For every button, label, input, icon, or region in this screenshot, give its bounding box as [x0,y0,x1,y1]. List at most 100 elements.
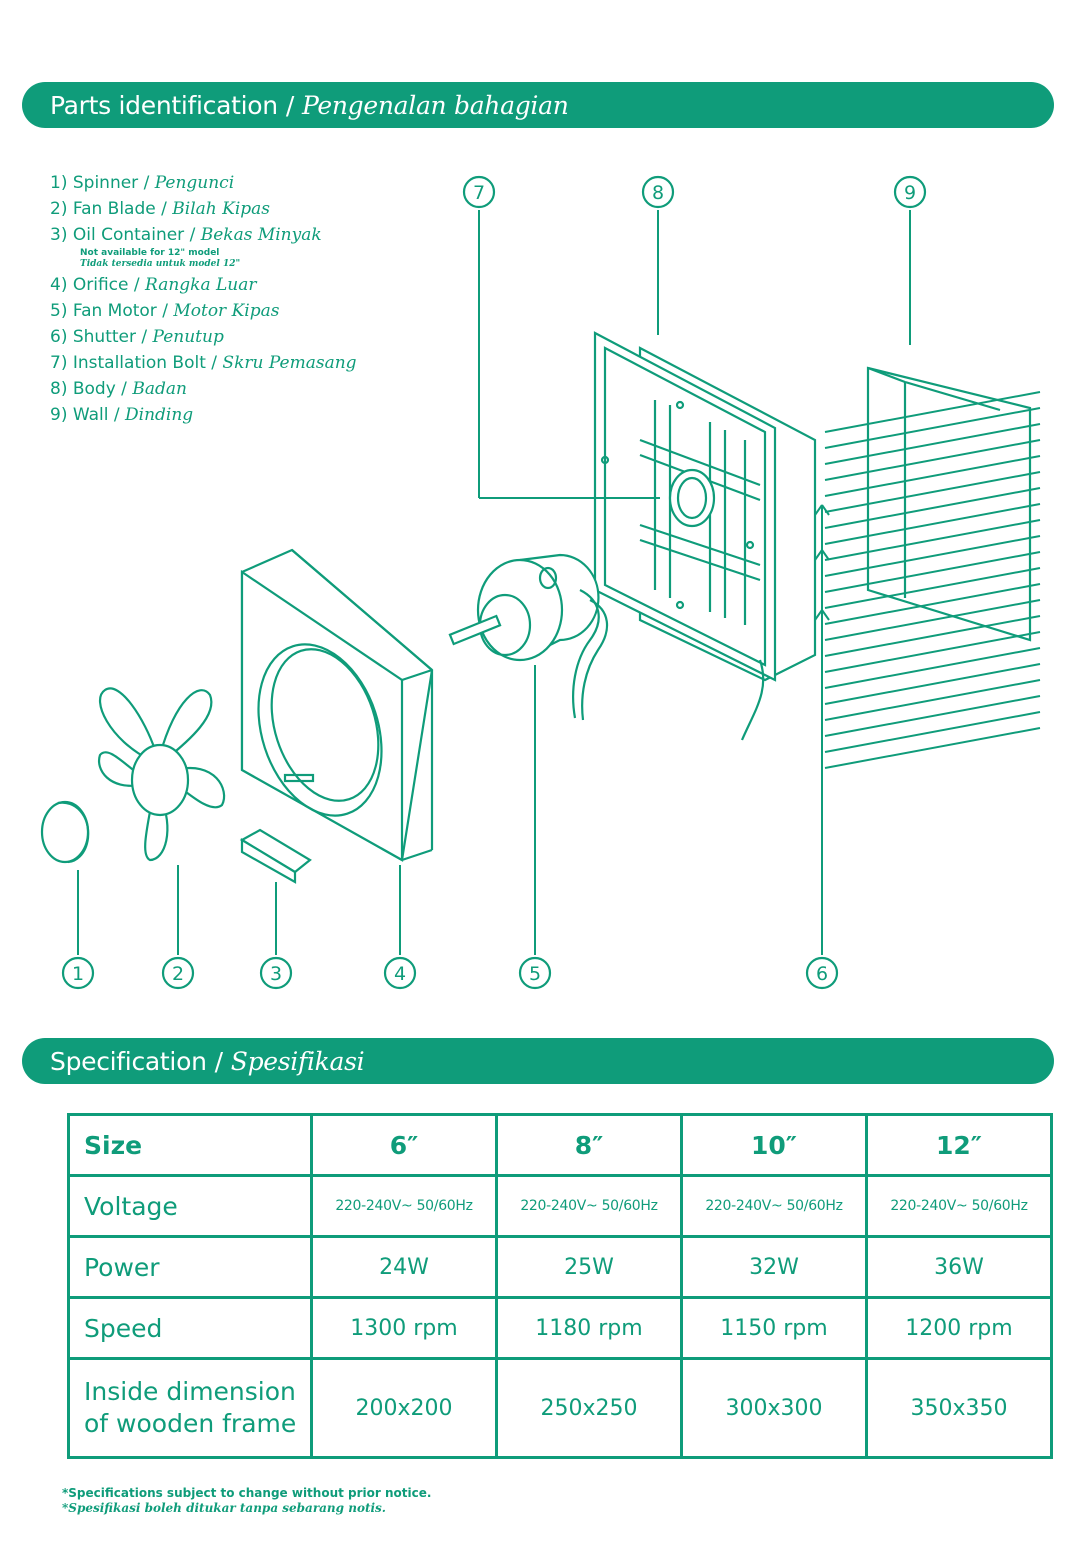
callout-3: 3 [259,956,293,990]
callout-5: 5 [518,956,552,990]
svg-text:3: 3 [270,963,282,985]
svg-text:5: 5 [529,963,541,985]
table-cell: 1300 rpm [310,1296,498,1360]
part-item-fan-motor: 5) Fan Motor / Motor Kipas [50,301,280,321]
table-header-row: Size 6″ 8″ 10″ 12″ [67,1113,1053,1177]
row-label-inside-dimension: Inside dimension of wooden frame [67,1357,313,1459]
part-item-spinner: 1) Spinner / Pengunci [50,173,235,193]
banner-title-en: Specification [50,1046,207,1076]
table-cell: 300x300 [680,1357,868,1459]
callout-6: 6 [805,956,839,990]
wall-hatch-line [824,631,1041,673]
table-row-power: Power 24W 25W 32W 36W [67,1235,1053,1299]
table-row-speed: Speed 1300 rpm 1180 rpm 1150 rpm 1200 rp… [67,1296,1053,1360]
table-cell: 24W [310,1235,498,1299]
table-cell: 220-240V~ 50/60Hz [310,1174,498,1238]
banner-title-en: Parts identification [50,90,278,120]
wall-hatch-line [824,471,1041,513]
wall-illustration [824,366,1041,769]
svg-text:7: 7 [473,182,485,204]
wall-hatch-line [824,407,1041,449]
wall-hatch-line [824,583,1041,625]
callout-1: 1 [61,956,95,990]
size-col-12: 12″ [865,1113,1053,1177]
svg-text:2: 2 [172,963,184,985]
fan-blade-illustration [97,687,226,862]
part-item-fan-blade: 2) Fan Blade / Bilah Kipas [50,199,271,219]
row-label-power: Power [67,1235,313,1299]
wall-hatch-line [824,391,1041,433]
wall-hatch-line [824,679,1041,721]
wall-hatch-line [824,423,1041,465]
wall-hatch-line [824,567,1041,609]
banner-separator: / [214,1046,223,1076]
wall-hatch-line [824,615,1041,657]
banner-title-ms: Spesifikasi [230,1046,365,1076]
svg-text:4: 4 [394,963,406,985]
specification-table: Size 6″ 8″ 10″ 12″ Voltage 220-240V~ 50/… [67,1113,1053,1459]
table-cell: 200x200 [310,1357,498,1459]
table-row-voltage: Voltage 220-240V~ 50/60Hz 220-240V~ 50/6… [67,1174,1053,1238]
callout-4: 4 [383,956,417,990]
part-item-shutter: 6) Shutter / Penutup [50,327,224,347]
banner-title-ms: Pengenalan bahagian [301,90,569,120]
spinner-illustration [40,800,90,864]
body-illustration [593,331,817,741]
wall-hatch-line [824,599,1041,641]
banner-separator: / [285,90,294,120]
parts-list: 1) Spinner / Pengunci 2) Fan Blade / Bil… [50,170,357,428]
motor-illustration [448,553,609,721]
exploded-fan-diagram: 1 2 3 4 5 6 7 8 9 [40,175,1041,990]
part-item-body: 8) Body / Badan [50,379,187,399]
size-col-6: 6″ [310,1113,498,1177]
wall-hatch-line [824,647,1041,689]
oil-note-ms: Tidak tersedia untuk model 12" [80,259,241,269]
size-col-10: 10″ [680,1113,868,1177]
row-label-size: Size [67,1113,313,1177]
part-item-wall: 9) Wall / Dinding [50,405,194,425]
svg-text:1: 1 [72,963,84,985]
wall-hatch-line [824,455,1041,497]
callout-leader-lines [77,210,911,955]
oil-note-en: Not available for 12" model [80,248,220,258]
label-line-1: Inside dimension [84,1377,296,1406]
table-cell: 220-240V~ 50/60Hz [495,1174,683,1238]
wall-hatch-line [824,663,1041,705]
wall-hatch-line [824,519,1041,561]
wall-hatch-line [824,551,1041,593]
specification-banner: Specification / Spesifikasi [22,1038,1054,1084]
table-cell: 220-240V~ 50/60Hz [680,1174,868,1238]
table-cell: 220-240V~ 50/60Hz [865,1174,1053,1238]
table-row-inside-dimension: Inside dimension of wooden frame 200x200… [67,1357,1053,1459]
wall-hatch-line [824,503,1041,545]
svg-text:9: 9 [904,182,916,204]
part-item-oil-container: 3) Oil Container / Bekas Minyak [50,225,322,245]
label-line-2: of wooden frame [84,1409,297,1438]
table-cell: 250x250 [495,1357,683,1459]
footnote-ms: *Spesifikasi boleh ditukar tanpa sebaran… [62,1501,386,1515]
oil-container-illustration [239,828,312,884]
wall-hatch-line [824,727,1041,769]
footnote: *Specifications subject to change withou… [62,1486,431,1516]
callout-2: 2 [161,956,195,990]
table-cell: 32W [680,1235,868,1299]
table-cell: 1200 rpm [865,1296,1053,1360]
footnote-en: *Specifications subject to change withou… [62,1486,432,1500]
callout-7: 7 [462,175,496,209]
orifice-illustration [240,548,434,862]
table-cell: 1150 rpm [680,1296,868,1360]
row-label-voltage: Voltage [67,1174,313,1238]
wall-hatch-line [824,695,1041,737]
size-col-8: 8″ [495,1113,683,1177]
table-cell: 350x350 [865,1357,1053,1459]
callout-8: 8 [641,175,675,209]
callout-9: 9 [893,175,927,209]
table-cell: 25W [495,1235,683,1299]
table-cell: 36W [865,1235,1053,1299]
row-label-speed: Speed [67,1296,313,1360]
wall-hatch-line [824,535,1041,577]
part-item-orifice: 4) Orifice / Rangka Luar [50,275,257,295]
svg-text:6: 6 [816,963,828,985]
wall-hatch-line [824,439,1041,481]
wall-hatch-line [824,711,1041,753]
